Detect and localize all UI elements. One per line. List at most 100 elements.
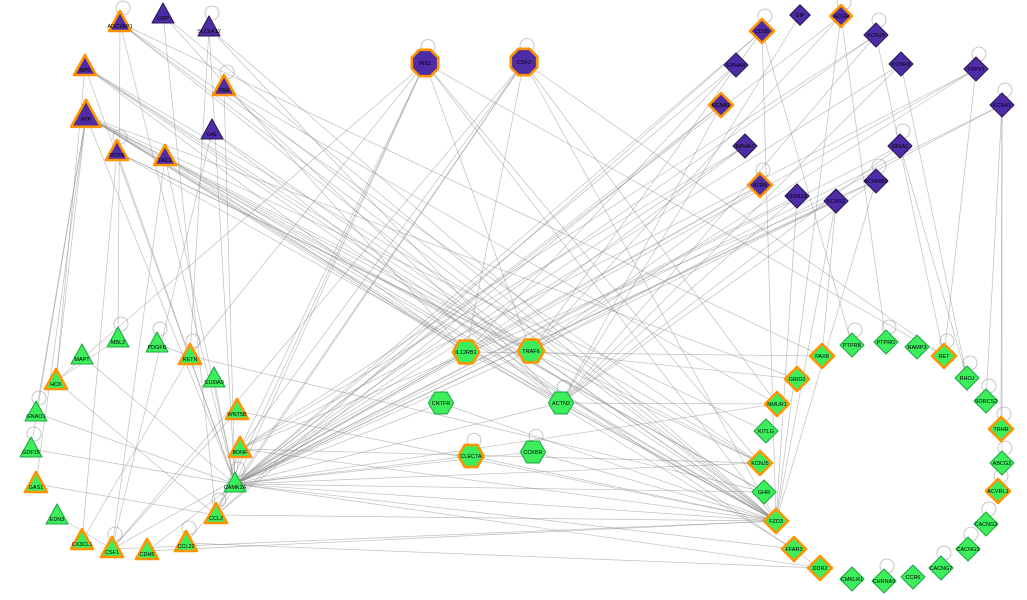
- node-shape-diamond[interactable]: [839, 332, 865, 358]
- node-ADCYAP1[interactable]: ADCYAP1: [107, 9, 133, 33]
- edge-KCNMB2-ACTN2[interactable]: [560, 180, 877, 404]
- edge-KCNJ9-RET[interactable]: [875, 34, 945, 357]
- node-ACTN2[interactable]: ACTN2: [547, 391, 575, 415]
- edge-KCNMB2-BDNF[interactable]: [239, 180, 877, 450]
- edge-ADCYAP1-KCNJ5[interactable]: [119, 22, 761, 464]
- node-KCNA1[interactable]: KCNA1: [989, 92, 1015, 118]
- node-shape-diamond[interactable]: [904, 334, 930, 360]
- node-ABCG2[interactable]: ABCG2: [989, 450, 1015, 476]
- node-FZD3[interactable]: FZD3: [762, 507, 790, 535]
- node-shape-diamond[interactable]: [873, 329, 899, 355]
- edge-GCGR-CAMK2A[interactable]: [234, 15, 842, 485]
- node-shape-diamond[interactable]: [707, 91, 735, 119]
- edge-ACTN2-CAMK2A[interactable]: [234, 402, 562, 485]
- node-shape-triangle[interactable]: [200, 118, 224, 140]
- node-SLC6A12[interactable]: SLC6A12: [197, 15, 221, 37]
- node-shape-triangle[interactable]: [134, 537, 160, 561]
- edge-ACTN2-NMUR1[interactable]: [560, 402, 778, 405]
- edge-CSF2-IL12RB1[interactable]: [465, 61, 525, 353]
- edge-TAC1-GHR[interactable]: [164, 156, 765, 493]
- node-shape-triangle[interactable]: [173, 529, 199, 553]
- node-shape-diamond[interactable]: [888, 51, 914, 77]
- node-CACNG7[interactable]: CACNG7: [928, 555, 954, 581]
- node-shape-triangle[interactable]: [24, 400, 48, 422]
- edge-ATRN-CSF1[interactable]: [111, 184, 761, 550]
- edge-KCNS1-FZD3[interactable]: [775, 200, 837, 522]
- edge-ADCYAP1-CAMK2A[interactable]: [119, 22, 236, 485]
- edge-PDYN-KCNJ5[interactable]: [116, 151, 761, 464]
- node-TRH[interactable]: TRH: [211, 73, 237, 97]
- node-shape-triangle[interactable]: [45, 503, 69, 525]
- edge-ACTN2-FZD3[interactable]: [560, 402, 777, 522]
- node-shape-diamond[interactable]: [808, 342, 836, 370]
- node-shape-diamond[interactable]: [746, 171, 774, 199]
- edge-TRAF6-CAMK2A[interactable]: [234, 350, 532, 485]
- node-NPS[interactable]: NPS: [72, 53, 98, 77]
- node-CACNG3[interactable]: CACNG3: [955, 536, 981, 562]
- node-shape-triangle[interactable]: [203, 501, 229, 525]
- node-shape-triangle[interactable]: [104, 138, 130, 162]
- node-GRIA1[interactable]: GRIA1: [887, 133, 913, 159]
- edge-IRS1-TRAF6[interactable]: [424, 62, 532, 352]
- node-shape-diamond[interactable]: [973, 511, 999, 537]
- edge-ADCYAP1-MBL2[interactable]: [117, 22, 121, 340]
- edge-CAMK2A-NMUR1[interactable]: [234, 403, 778, 485]
- edge-CX3CL1-RETN[interactable]: [81, 355, 191, 542]
- node-NMUR1[interactable]: NMUR1: [763, 390, 791, 418]
- node-CLEC7A[interactable]: CLEC7A: [457, 443, 485, 469]
- node-WNT5B[interactable]: WNT5B: [224, 397, 250, 421]
- node-CNTFR[interactable]: CNTFR: [427, 391, 455, 415]
- edge-ADCYAP1-FZD3[interactable]: [119, 22, 777, 522]
- edge-IRS1-CAMK2A[interactable]: [234, 62, 426, 485]
- node-shape-diamond[interactable]: [780, 535, 808, 563]
- edge-CCKBR-CAMK2A[interactable]: [234, 451, 534, 485]
- node-EPHA4[interactable]: EPHA4: [723, 52, 749, 78]
- edge-BDNF-KCNJ5[interactable]: [239, 448, 761, 464]
- node-shape-triangle[interactable]: [23, 470, 49, 494]
- edge-CSF2-NMUR1[interactable]: [523, 61, 778, 405]
- node-shape-triangle[interactable]: [106, 326, 130, 348]
- node-ATRN[interactable]: ATRN: [746, 171, 774, 199]
- edge-TAC1-CAMK2A[interactable]: [164, 156, 236, 485]
- edge-AVP-KCNJ5[interactable]: [85, 115, 761, 464]
- edge-AVP-GHR[interactable]: [85, 115, 765, 493]
- edge-WNT5B-FZD3[interactable]: [236, 410, 777, 522]
- edge-AVP-GRID2[interactable]: [85, 115, 798, 380]
- edge-CAMK2A-DDR2[interactable]: [234, 483, 821, 569]
- node-shape-diamond[interactable]: [753, 418, 779, 444]
- edge-AVP-CAMK2A[interactable]: [85, 115, 236, 485]
- edge-CLEC7A-FZD3[interactable]: [470, 455, 777, 522]
- node-shape-diamond[interactable]: [963, 56, 989, 82]
- edge-AVP-HCK[interactable]: [55, 115, 87, 382]
- node-ACVRL1[interactable]: ACVRL1: [984, 477, 1012, 505]
- edge-GCGR-FZD3[interactable]: [775, 15, 842, 522]
- edge-IRS1-CCL2[interactable]: [215, 62, 426, 516]
- edge-SLC6A12-ACTN2[interactable]: [208, 27, 562, 404]
- edge-GCGR-TRAF6[interactable]: [530, 15, 842, 352]
- edge-CDH5-CAMK2A[interactable]: [146, 483, 236, 552]
- edge-CD38-TRAF6[interactable]: [530, 30, 763, 352]
- edge-KCNA1-TRAF6[interactable]: [530, 104, 1003, 352]
- edge-NPS-IL12RB1[interactable]: [84, 66, 467, 353]
- node-shape-triangle[interactable]: [197, 15, 221, 37]
- node-KCNJ9[interactable]: KCNJ9: [863, 22, 889, 48]
- node-shape-diamond[interactable]: [732, 133, 758, 159]
- edge-KCNS1-TRAF6[interactable]: [530, 200, 837, 352]
- node-GCGR[interactable]: GCGR: [828, 3, 854, 29]
- edge-PDYN-CX3CL1[interactable]: [81, 151, 118, 542]
- node-KITLG[interactable]: KITLG: [753, 418, 779, 444]
- self-loop-MBL2[interactable]: [113, 316, 129, 332]
- node-shape-diamond[interactable]: [762, 507, 790, 535]
- node-TRPV1[interactable]: TRPV1: [963, 56, 989, 82]
- edge-CSF2-RET[interactable]: [523, 61, 945, 357]
- edge-CSF2-CSF1[interactable]: [111, 61, 525, 550]
- self-loop-GNAO1[interactable]: [31, 390, 47, 406]
- edge-BDNF-FZD3[interactable]: [239, 448, 777, 522]
- node-EDN3[interactable]: EDN3: [45, 503, 69, 525]
- edge-TRH-FZD3[interactable]: [223, 86, 777, 522]
- edge-KCNH3-RHOJ[interactable]: [900, 63, 968, 379]
- node-IL12RB1[interactable]: IL12RB1: [451, 339, 481, 365]
- node-shape-triangle[interactable]: [70, 343, 94, 365]
- node-shape-diamond[interactable]: [900, 564, 926, 590]
- node-RHOJ[interactable]: RHOJ: [954, 365, 980, 391]
